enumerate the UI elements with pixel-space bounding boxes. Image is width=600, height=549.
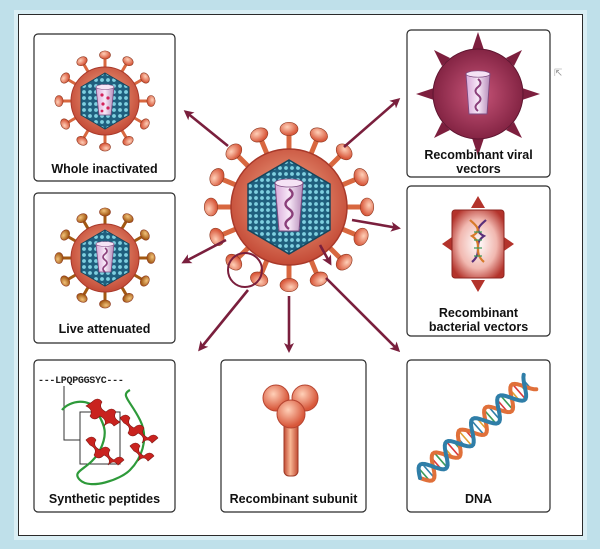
label-recombinant-viral-vectors: Recombinant viral vectors [424,148,533,176]
recombinant-viral-vector-icon [416,32,540,156]
central-virus-icon [203,121,375,293]
peptide-structure-icon [61,386,159,486]
label-dna: DNA [464,492,493,506]
mouse-cursor-icon: ⇱ [554,68,563,79]
label-whole-inactivated: Whole inactivated [51,162,158,176]
label-recombinant-bacterial-vectors: Recombinant bacterial vectors [428,306,529,334]
recombinant-subunit-icon [262,384,319,477]
label-synthetic-peptides: Synthetic peptides [48,492,161,506]
recombinant-bacterial-vector-icon [442,196,514,292]
highlight-circle [227,252,263,288]
peptide-sequence: ---LPQPGGSYC--- [38,376,124,387]
live-attenuated-virus-icon [54,207,156,309]
whole-inactivated-virus-icon [54,50,156,152]
label-recombinant-subunit: Recombinant subunit [229,492,358,506]
arrows [181,98,401,353]
dna-helix-icon [416,372,539,483]
label-live-attenuated: Live attenuated [58,322,151,336]
